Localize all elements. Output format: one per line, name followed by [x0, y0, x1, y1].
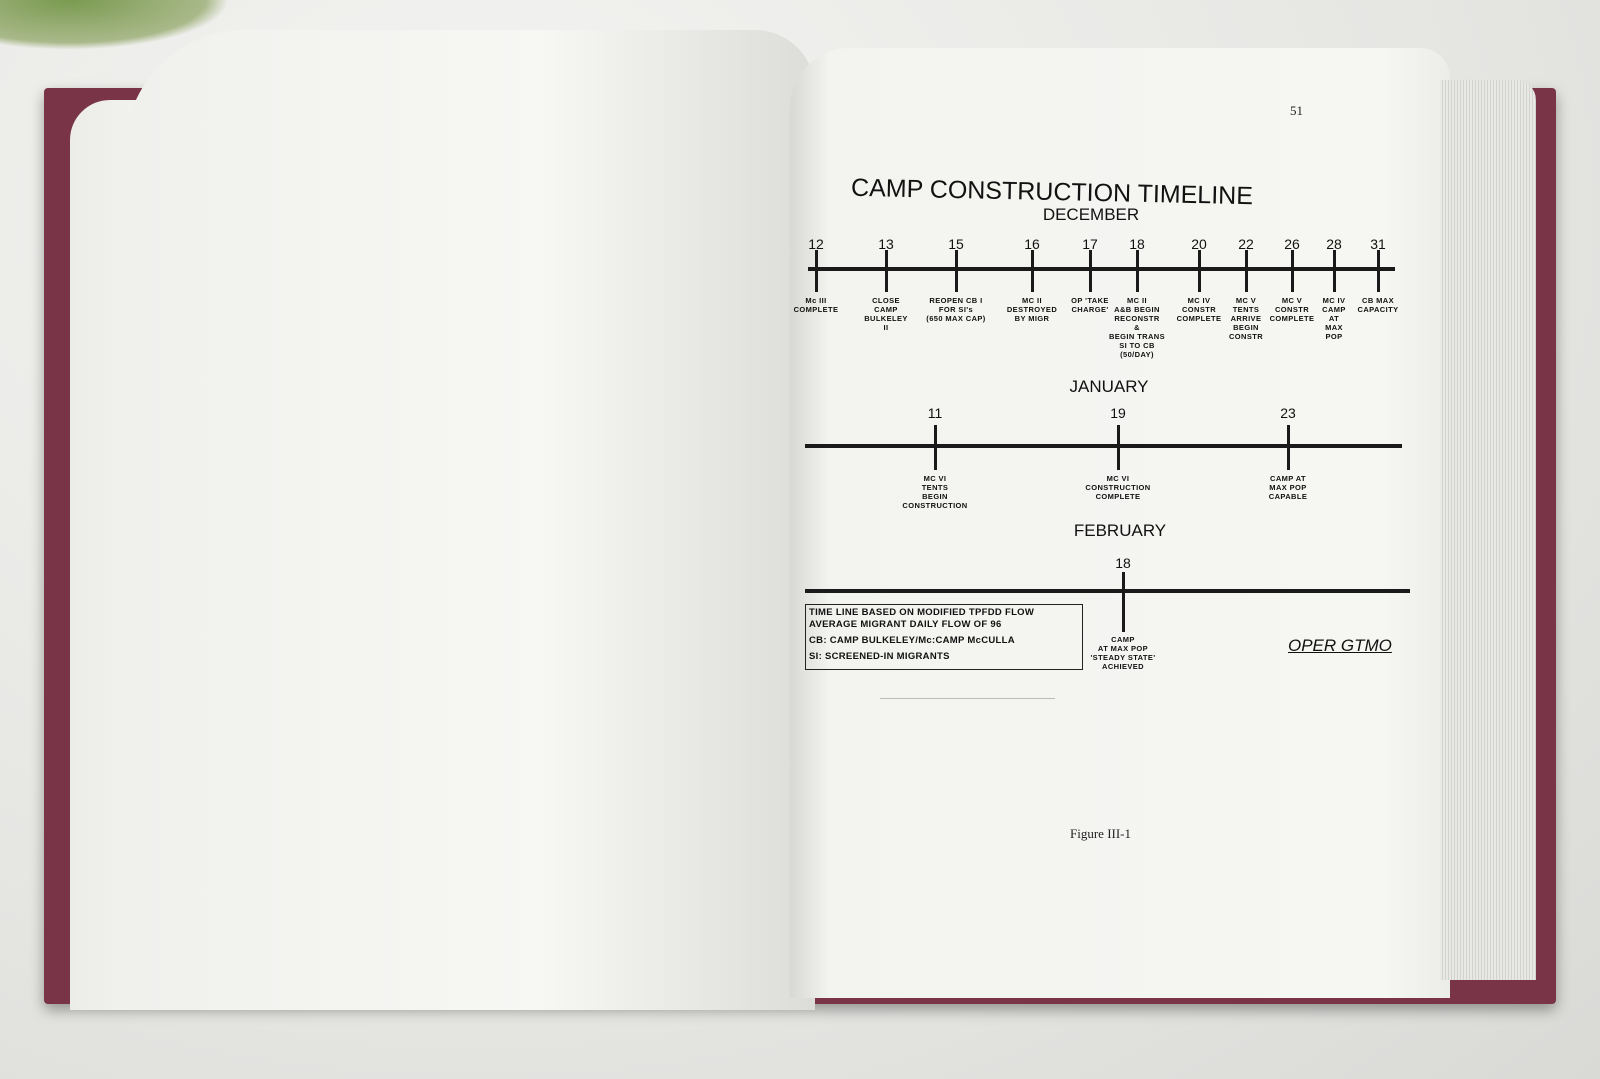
event-label: CAMP AT MAX POP 'STEADY STATE' ACHIEVED	[1090, 635, 1156, 671]
event-day: 17	[1082, 236, 1098, 252]
event-label: MC IV CONSTR COMPLETE	[1176, 296, 1222, 323]
event-day: 20	[1191, 236, 1207, 252]
timeline-tick	[1291, 250, 1294, 292]
operation-label: OPER GTMO	[1288, 636, 1392, 655]
timeline-tick	[1122, 572, 1125, 632]
timeline-tick	[1136, 250, 1139, 292]
event-label: MC II A&B BEGIN RECONSTR & BEGIN TRANS S…	[1108, 296, 1166, 359]
event-day: 15	[948, 236, 964, 252]
month-heading: FEBRUARY	[1073, 521, 1167, 540]
event-day: 28	[1326, 236, 1342, 252]
timeline-tick	[1117, 425, 1120, 470]
event-day: 11	[927, 405, 943, 421]
event-day: 22	[1238, 236, 1254, 252]
footnote-divider	[880, 698, 1055, 699]
right-page	[790, 48, 1450, 998]
timeline-tick	[1198, 250, 1201, 292]
event-day: 18	[1115, 555, 1131, 571]
timeline-tick	[1031, 250, 1034, 292]
timeline-tick	[934, 425, 937, 470]
event-day: 18	[1129, 236, 1145, 252]
month-heading: JANUARY	[1069, 377, 1149, 396]
event-day: 13	[878, 236, 894, 252]
event-label: MC VI TENTS BEGIN CONSTRUCTION	[902, 474, 968, 510]
event-label: MC V CONSTR COMPLETE	[1269, 296, 1315, 323]
timeline-tick	[1287, 425, 1290, 470]
month-heading: DECEMBER	[1042, 205, 1140, 224]
event-day: 26	[1284, 236, 1300, 252]
timeline-tick	[955, 250, 958, 292]
timeline-line	[808, 267, 1395, 271]
left-page-curl	[125, 30, 815, 1010]
event-day: 31	[1370, 236, 1386, 252]
timeline-tick	[1245, 250, 1248, 292]
page-edges	[1440, 80, 1536, 980]
figure-caption: Figure III-1	[1070, 826, 1132, 841]
event-label: CLOSE CAMP BULKELEY II	[864, 296, 908, 332]
timeline-tick	[815, 250, 818, 292]
left-page	[70, 30, 815, 1010]
event-label: CAMP AT MAX POP CAPABLE	[1268, 474, 1308, 501]
event-day: 19	[1110, 405, 1126, 421]
timeline-tick	[1089, 250, 1092, 292]
legend-line: CB: CAMP BULKELEY/Mc:CAMP McCULLA	[809, 635, 1015, 646]
timeline-tick	[1377, 250, 1380, 292]
event-day: 12	[808, 236, 824, 252]
legend-line: SI: SCREENED-IN MIGRANTS	[809, 651, 950, 662]
event-label: Mc III COMPLETE	[793, 296, 839, 314]
left-page-bleedthrough	[280, 105, 760, 705]
event-label: MC VI CONSTRUCTION COMPLETE	[1085, 474, 1151, 501]
event-label: CB MAX CAPACITY	[1357, 296, 1399, 314]
legend-line: TIME LINE BASED ON MODIFIED TPFDD FLOW	[809, 607, 1035, 618]
legend-line: AVERAGE MIGRANT DAILY FLOW OF 96	[809, 619, 1002, 630]
timeline-line	[805, 444, 1402, 448]
event-label: OP 'TAKE CHARGE'	[1071, 296, 1109, 314]
timeline-tick	[885, 250, 888, 292]
event-label: MC II DESTROYED BY MIGR	[1006, 296, 1058, 323]
legend-box: TIME LINE BASED ON MODIFIED TPFDD FLOW A…	[805, 604, 1083, 670]
event-day: 23	[1280, 405, 1296, 421]
event-label: REOPEN CB I FOR SI's (650 MAX CAP)	[926, 296, 986, 323]
timeline-line	[805, 589, 1410, 593]
event-label: MC V TENTS ARRIVE BEGIN CONSTR	[1228, 296, 1264, 341]
event-day: 16	[1024, 236, 1040, 252]
left-page-footnote-bleedthrough	[270, 735, 760, 935]
timeline-tick	[1333, 250, 1336, 292]
page-number: 51	[1290, 103, 1303, 118]
event-label: MC IV CAMP AT MAX POP	[1322, 296, 1346, 341]
